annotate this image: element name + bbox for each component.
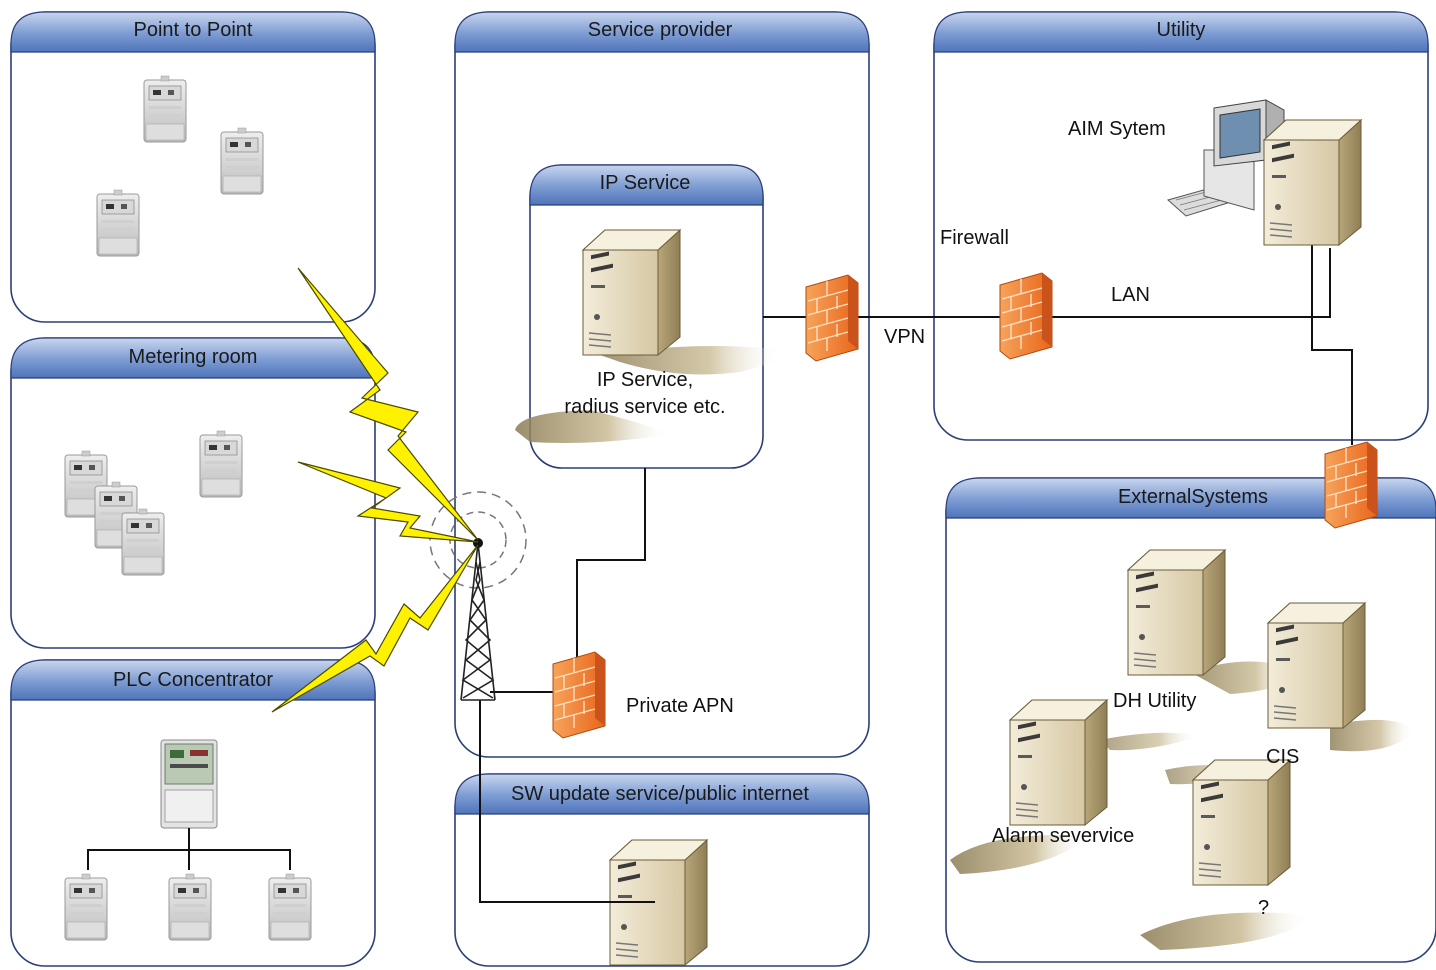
electricity-meter-icon — [220, 127, 264, 195]
label-aim-system: AIM Sytem — [1068, 118, 1166, 140]
label-private-apn: Private APN — [626, 695, 734, 717]
firewall-brick-icon — [999, 272, 1053, 360]
label-unknown-system: ? — [1258, 897, 1269, 919]
firewall-brick-icon — [552, 651, 606, 739]
electricity-meter-icon — [268, 873, 312, 941]
container-metering-room: Metering room — [10, 337, 376, 649]
server-tower-icon — [1009, 699, 1108, 826]
header-metering-room: Metering room — [129, 346, 258, 368]
header-ip-service: IP Service — [600, 172, 691, 194]
label-alarm-service: Alarm severvice — [992, 825, 1134, 847]
container-utility: Utility — [933, 11, 1429, 441]
container-plc-concentrator: PLC Concentrator — [10, 659, 376, 967]
label-vpn: VPN — [884, 326, 925, 348]
server-tower-icon — [582, 229, 681, 356]
label-dh-utility: DH Utility — [1113, 690, 1196, 712]
desktop-computer-icon — [1166, 99, 1285, 217]
link-ipservice-vpn — [763, 248, 1331, 318]
server-tower-icon — [1192, 759, 1291, 886]
label-firewall: Firewall — [940, 227, 1009, 249]
electricity-meter-icon — [168, 873, 212, 941]
firewall-brick-icon — [805, 274, 859, 362]
header-plc-concentrator: PLC Concentrator — [113, 669, 273, 691]
label-cis: CIS — [1266, 746, 1299, 768]
header-service-provider: Service provider — [588, 19, 733, 41]
label-lan: LAN — [1111, 284, 1150, 306]
container-ip-service: IP Service IP Service, radius service et… — [515, 164, 784, 469]
electricity-meter-icon — [121, 508, 165, 576]
header-utility: Utility — [1157, 19, 1206, 41]
ip-service-description-line1: IP Service, — [597, 369, 693, 391]
header-external-systems: ExternalSystems — [1118, 486, 1268, 508]
electricity-meter-icon — [199, 430, 243, 498]
header-sw-update: SW update service/public internet — [511, 783, 809, 805]
server-tower-icon — [1127, 549, 1226, 676]
electricity-meter-icon — [96, 189, 140, 257]
link-ipservice-apn — [576, 468, 646, 660]
link-utility-external — [1311, 240, 1353, 445]
header-point-to-point: Point to Point — [134, 19, 253, 41]
plc-concentrator-icon — [160, 739, 218, 829]
container-sw-update: SW update service/public internet — [454, 773, 870, 967]
ip-service-description-line2: radius service etc. — [564, 396, 725, 418]
container-point-to-point: Point to Point — [10, 11, 376, 323]
link-tower-sw-update — [479, 700, 655, 903]
electricity-meter-icon — [143, 75, 187, 143]
firewall-brick-icon — [1324, 441, 1378, 529]
server-tower-icon — [1267, 602, 1366, 729]
wireless-link-bolts — [271, 267, 479, 713]
server-tower-icon — [1263, 119, 1362, 246]
electricity-meter-icon — [64, 873, 108, 941]
